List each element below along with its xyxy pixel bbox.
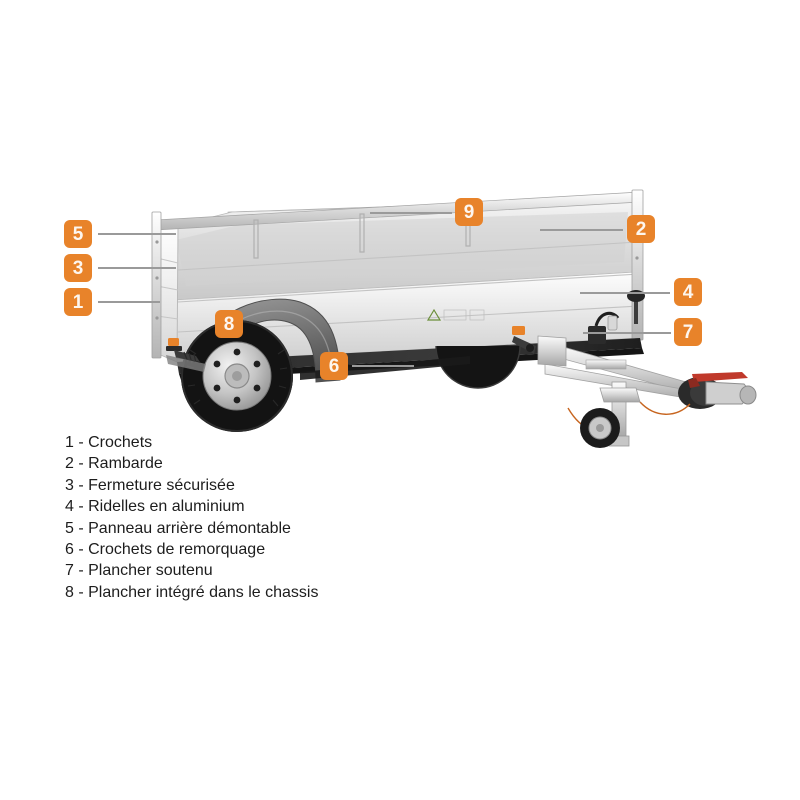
road-wheel-far (435, 345, 521, 389)
legend-item-3: 3 - Fermeture sécurisée (65, 476, 235, 494)
leader-line-2 (540, 229, 623, 231)
callout-badge-1[interactable]: 1 (64, 288, 92, 316)
legend-item-1: 1 - Crochets (65, 434, 153, 451)
leader-line-7 (583, 332, 671, 334)
legend-list: 1 - Crochets 2 - Rambarde 3 - Fermeture … (65, 432, 318, 603)
leader-line-9 (370, 212, 452, 214)
legend-item-2: 2 - Rambarde (65, 455, 163, 473)
leader-line-5 (98, 233, 176, 235)
tow-hook-rear (166, 350, 206, 372)
callout-badge-7-label: 7 (682, 321, 694, 343)
breakaway-cable (639, 401, 691, 415)
callout-badge-8-label: 8 (223, 313, 235, 335)
callout-badge-2[interactable]: 2 (627, 215, 655, 243)
electrics-box (588, 311, 620, 344)
leader-line-3 (98, 267, 176, 269)
leader-line-4 (580, 292, 670, 294)
callout-badge-6-label: 6 (328, 355, 340, 377)
callout-badge-1-label: 1 (72, 291, 84, 313)
callout-badge-2-label: 2 (635, 218, 647, 240)
callout-badge-6[interactable]: 6 (320, 352, 348, 380)
callout-badge-9-label: 9 (463, 201, 475, 223)
callout-badge-3-label: 3 (72, 257, 84, 279)
callout-badge-5-label: 5 (72, 223, 84, 245)
leader-line-6 (352, 365, 414, 367)
callout-badge-8[interactable]: 8 (215, 310, 243, 338)
legend-item-6: 6 - Crochets de remorquage (65, 541, 266, 559)
trailer-illustration (151, 189, 757, 448)
legend-item-7: 7 - Plancher soutenu (65, 562, 213, 580)
road-wheel-near (181, 320, 293, 432)
callout-badge-9[interactable]: 9 (455, 198, 483, 226)
callout-badge-4[interactable]: 4 (674, 278, 702, 306)
tow-hook-front (512, 326, 536, 354)
jockey-wheel (580, 381, 641, 448)
warning-label (426, 308, 485, 321)
callout-badge-4-label: 4 (682, 281, 694, 303)
legend-item-4: 4 - Ridelles en aluminium (65, 498, 245, 516)
legend-item-8: 8 - Plancher intégré dans le chassis (65, 583, 319, 601)
marker-light (166, 338, 182, 351)
callout-badge-5[interactable]: 5 (64, 220, 92, 248)
coupler-head (678, 372, 757, 409)
callout-badge-3[interactable]: 3 (64, 254, 92, 282)
callout-badge-7[interactable]: 7 (674, 318, 702, 346)
legend-item-5: 5 - Panneau arrière démontable (65, 519, 291, 537)
leader-line-1 (98, 301, 160, 303)
